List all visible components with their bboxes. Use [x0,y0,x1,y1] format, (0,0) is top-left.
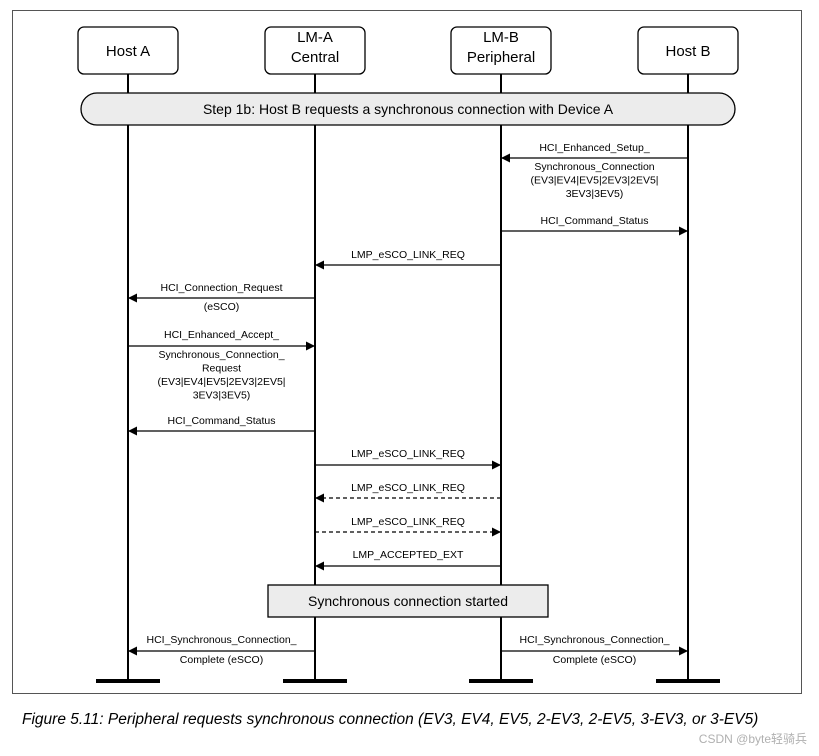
message-label: Request [202,363,241,375]
message-label: HCI_Synchronous_Connection_ [519,634,669,646]
watermark: CSDN @byte轻骑兵 [698,732,807,746]
lm-b-box [450,26,552,75]
message-label: Complete (eSCO) [553,654,636,666]
figure-caption: Figure 5.11: Peripheral requests synchro… [22,711,759,728]
lm-b-label: LM-B [483,29,519,46]
message-7: LMP_eSCO_LINK_REQ [315,448,501,470]
message-label: LMP_eSCO_LINK_REQ [351,516,465,528]
message-label: HCI_Synchronous_Connection_ [146,634,296,646]
message-label: (EV3|EV4|EV5|2EV3|2EV5| [157,376,285,388]
message-6: HCI_Command_Status [128,415,315,436]
message-label: LMP_eSCO_LINK_REQ [351,448,465,460]
message-5: HCI_Enhanced_Accept_ Synchronous_Connecti… [128,329,315,402]
message-label: LMP_eSCO_LINK_REQ [351,249,465,261]
lm-b-label: Peripheral [467,49,535,66]
message-label: Synchronous_Connection [534,161,654,173]
message-label: Complete (eSCO) [180,654,263,666]
message-11: HCI_Synchronous_Connection_ Complete (eSC… [128,634,315,666]
status-box-rect [267,584,549,618]
lm-b-participant: LM-B Peripheral [450,26,552,75]
message-label: 3EV3|3EV5) [566,188,624,200]
host-a-box [77,26,179,75]
status-box: Synchronous connection started [267,584,549,618]
message-label: Synchronous_Connection_ [158,349,284,361]
message-label: HCI_Command_Status [541,215,649,227]
step-band: Step 1b: Host B requests a synchronous c… [80,92,736,126]
message-12: HCI_Synchronous_Connection_ Complete (eSC… [501,634,688,666]
lm-a-box [264,26,366,75]
message-1: HCI_Enhanced_Setup_ Synchronous_Connectio… [501,142,688,200]
host-a-label: Host A [106,43,150,60]
message-4: HCI_Connection_Request (eSCO) [128,282,315,313]
message-label: LMP_ACCEPTED_EXT [353,549,464,561]
message-label: (EV3|EV4|EV5|2EV3|2EV5| [530,175,658,187]
host-a-participant: Host A [77,26,179,75]
message-label: LMP_eSCO_LINK_REQ [351,482,465,494]
message-label: (eSCO) [204,301,240,313]
message-2: HCI_Command_Status [501,215,688,236]
host-b-label: Host B [665,43,710,60]
lm-a-participant: LM-A Central [264,26,366,75]
host-b-participant: Host B [637,26,739,75]
lm-a-label: LM-A [297,29,333,46]
message-label: HCI_Enhanced_Setup_ [539,142,649,154]
status-box-label: Synchronous connection started [308,593,508,609]
message-9: LMP_eSCO_LINK_REQ [315,516,501,537]
step-band-box [80,92,736,126]
lm-a-label: Central [291,49,339,66]
message-label: HCI_Command_Status [168,415,276,427]
message-3: LMP_eSCO_LINK_REQ [315,249,501,270]
message-label: HCI_Connection_Request [161,282,283,294]
sequence-diagram: Step 1b: Host B requests a synchronous c… [77,26,739,683]
step-band-label: Step 1b: Host B requests a synchronous c… [203,101,614,117]
message-10: LMP_ACCEPTED_EXT [315,549,501,571]
message-8: LMP_eSCO_LINK_REQ [315,482,501,503]
message-label: 3EV3|3EV5) [193,390,251,402]
diagram-frame [12,10,802,694]
host-b-box [637,26,739,75]
message-label: HCI_Enhanced_Accept_ [164,329,279,341]
